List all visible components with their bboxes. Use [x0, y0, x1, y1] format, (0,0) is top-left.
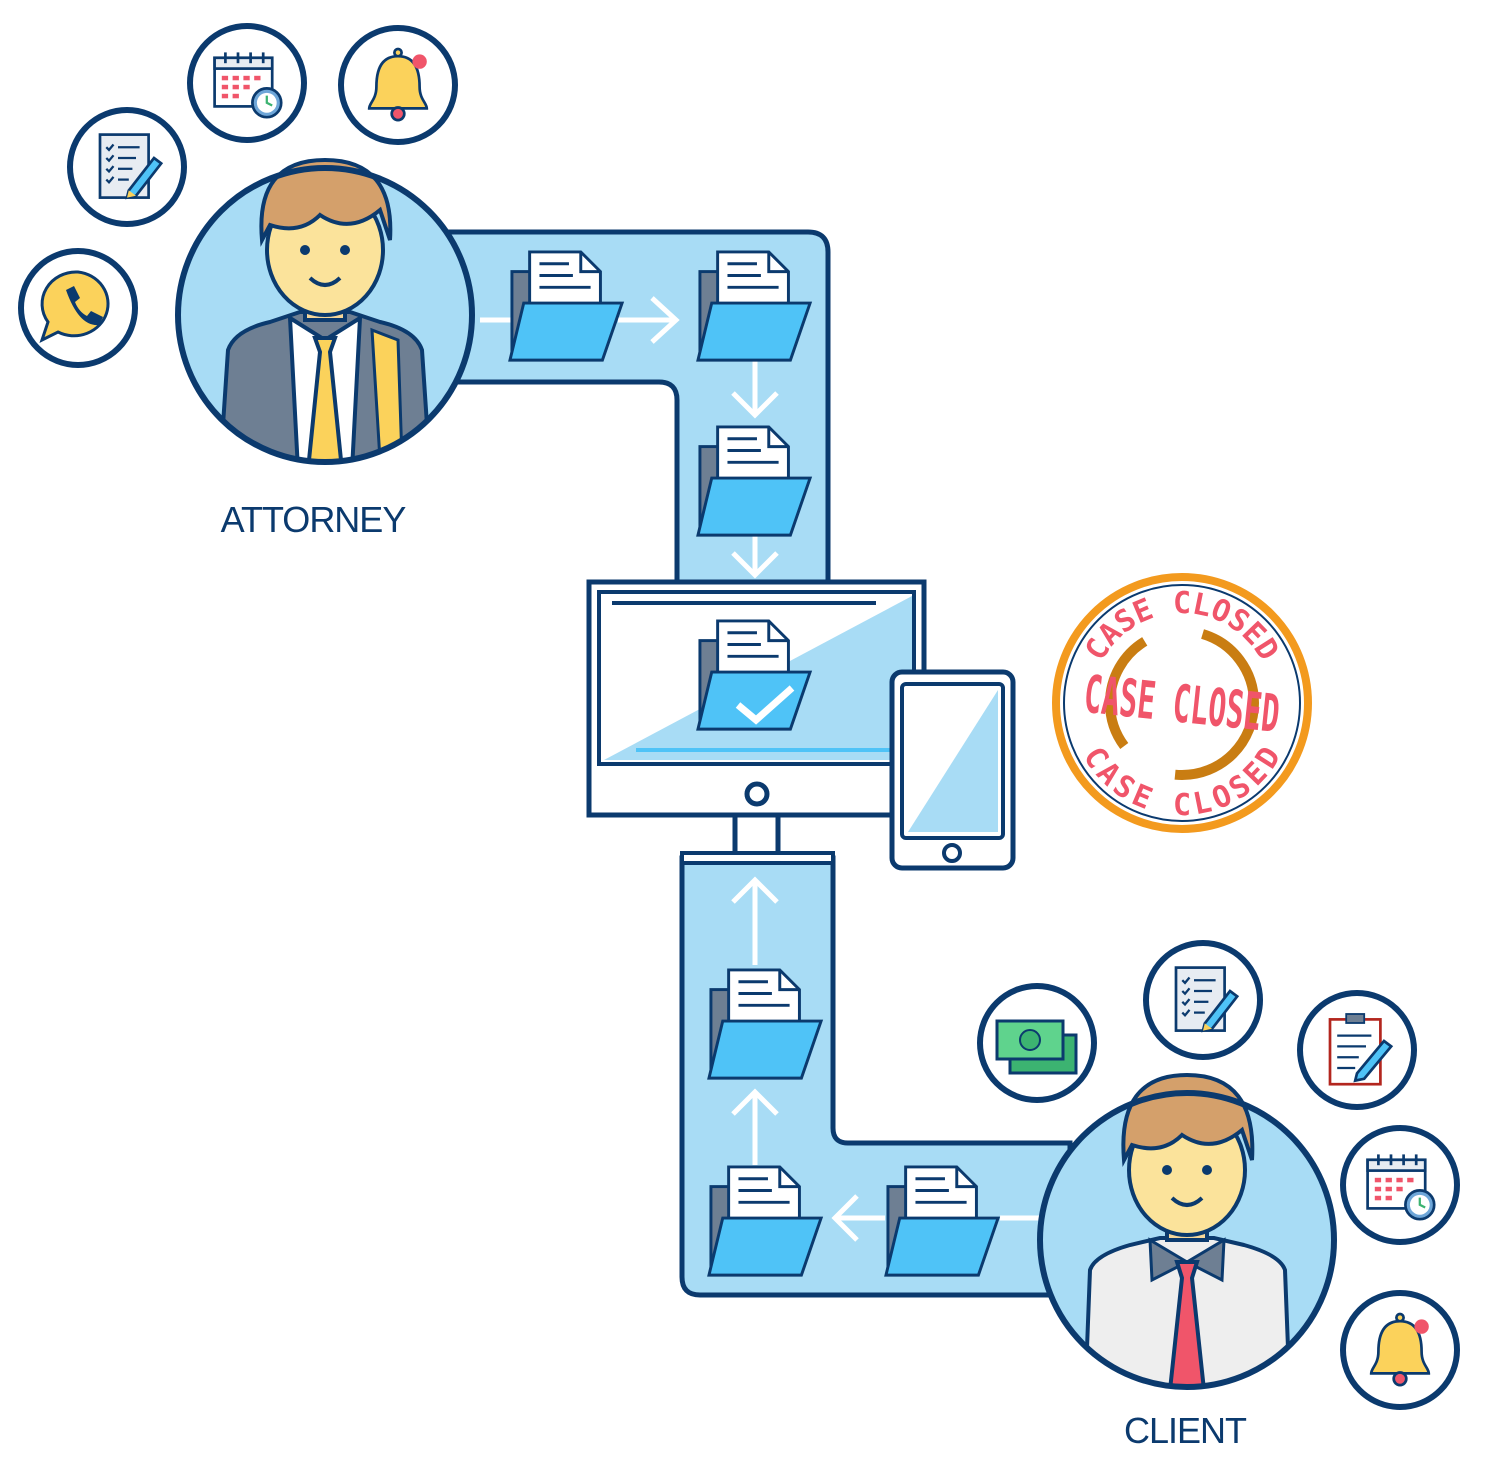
flow-arrows	[480, 296, 1040, 1242]
phone-icon	[39, 270, 110, 343]
client-avatar	[1037, 1072, 1337, 1390]
client-label: CLIENT	[1124, 1410, 1247, 1451]
calendar-icon	[213, 51, 283, 119]
monitor-icon	[586, 579, 927, 865]
attorney-avatar	[175, 157, 475, 465]
money-icon	[995, 1019, 1078, 1075]
attorney-label: ATTORNEY	[221, 499, 407, 540]
case-closed-stamp: CASE CLOSED CASE CLOSED CASE CLOSED	[1052, 573, 1312, 833]
smartphone-icon	[889, 669, 1016, 871]
calendar-icon	[1366, 1153, 1436, 1221]
